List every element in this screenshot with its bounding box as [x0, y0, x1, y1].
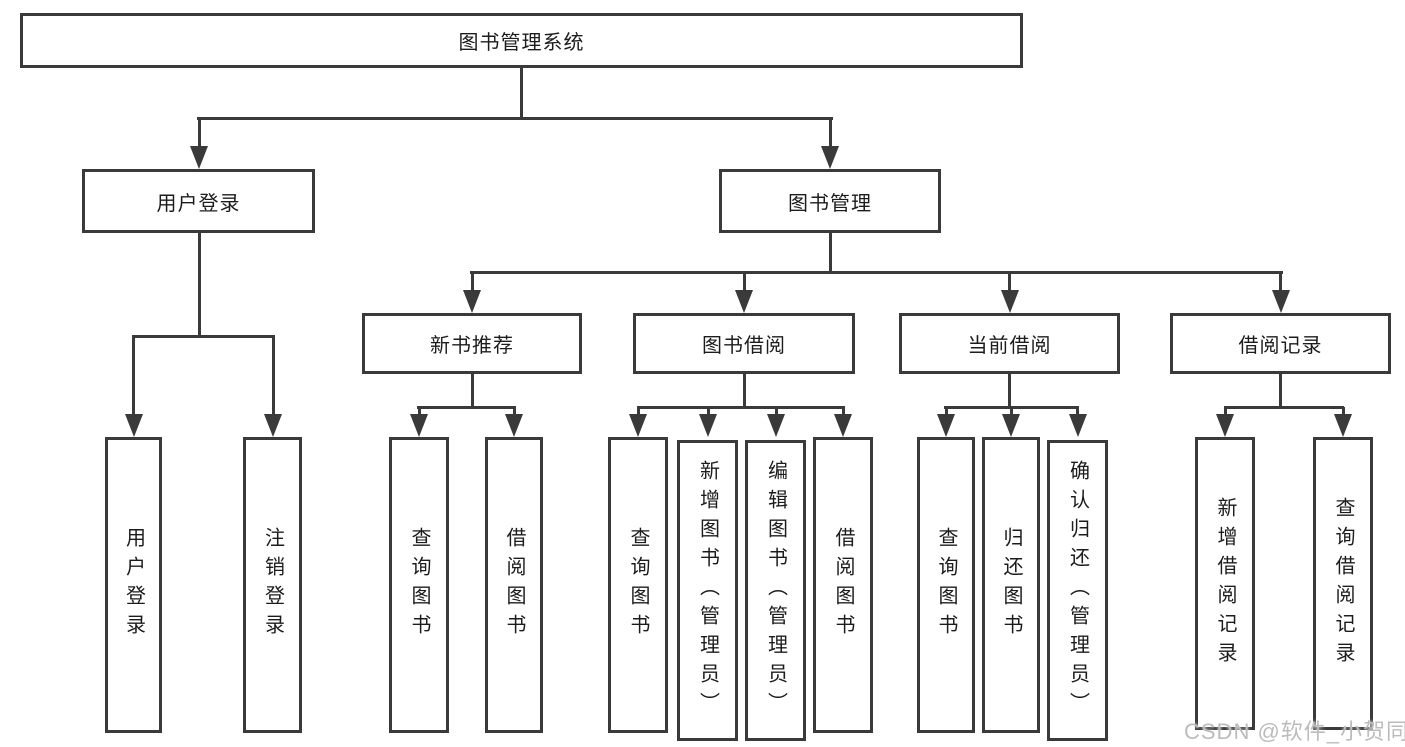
connector-borrow-records-stub — [1279, 374, 1282, 408]
connector-new-book-stub — [471, 374, 474, 408]
arrow-cb-query-icon — [937, 414, 955, 437]
leaf-bb-borrow-books: 借阅图书 — [813, 437, 873, 733]
leaf-bb-add-books-admin: 新增图书（管理员） — [677, 440, 738, 741]
connector-to-leaf-logout-line — [272, 336, 275, 416]
connector-new-book-branch — [417, 406, 516, 409]
arrow-to-leaf-login-icon — [125, 414, 143, 437]
connector-current-borrow-stub — [1008, 374, 1011, 408]
arrow-bb-add-icon — [699, 414, 717, 437]
leaf-br-add-record: 新增借阅记录 — [1195, 437, 1255, 730]
arrow-br-query-icon — [1334, 414, 1352, 437]
arrow-to-book-mgmt-icon — [821, 146, 839, 169]
node-current-borrow-label: 当前借阅 — [967, 335, 1052, 357]
connector-user-login-branch — [132, 335, 275, 338]
leaf-bb-borrow-books-label: 借阅图书 — [832, 527, 854, 643]
connector-book-mgmt-stub — [829, 233, 832, 273]
leaf-cb-query-books-label: 查询图书 — [935, 527, 957, 643]
node-borrow-records-label: 借阅记录 — [1238, 335, 1323, 357]
arrow-bb-edit-icon — [767, 414, 785, 437]
connector-book-borrow-branch — [637, 406, 845, 409]
leaf-br-query-record: 查询借阅记录 — [1313, 437, 1373, 730]
connector-nb-query-line — [418, 407, 421, 419]
arrow-bb-query-icon — [629, 414, 647, 437]
connector-book-mgmt-branch — [470, 271, 1283, 274]
arrow-nb-borrow-icon — [505, 414, 523, 437]
leaf-nb-query-books: 查询图书 — [389, 437, 449, 733]
leaf-cb-query-books: 查询图书 — [917, 437, 975, 733]
connector-to-user-login-line — [198, 118, 201, 148]
node-user-login: 用户登录 — [82, 169, 315, 233]
node-new-book-recommend-label: 新书推荐 — [430, 335, 514, 357]
leaf-nb-borrow-books: 借阅图书 — [485, 437, 543, 733]
connector-br-query-line — [1342, 407, 1345, 419]
leaf-nb-borrow-books-label: 借阅图书 — [503, 527, 525, 643]
arrow-to-user-login-icon — [190, 146, 208, 169]
connector-cb-confirm-line — [1076, 407, 1079, 419]
connector-to-new-book-line — [471, 272, 474, 294]
node-book-management: 图书管理 — [719, 169, 941, 233]
leaf-cb-confirm-return-admin: 确认归还（管理员） — [1047, 440, 1108, 741]
connector-to-borrow-records-line — [1279, 272, 1282, 294]
connector-nb-borrow-line — [513, 407, 516, 419]
leaf-bb-query-books: 查询图书 — [608, 437, 668, 733]
connector-cb-return-line — [1010, 407, 1013, 419]
node-current-borrow: 当前借阅 — [899, 313, 1120, 374]
connector-to-current-borrow-line — [1008, 272, 1011, 294]
leaf-br-query-record-label: 查询借阅记录 — [1332, 496, 1354, 671]
arrow-br-add-icon — [1216, 414, 1234, 437]
leaf-cb-return-books: 归还图书 — [982, 437, 1040, 733]
leaf-user-login-label: 用户登录 — [122, 527, 145, 643]
connector-to-book-borrow-line — [743, 272, 746, 294]
leaf-logout: 注销登录 — [243, 437, 302, 733]
connector-book-borrow-stub — [743, 374, 746, 408]
arrow-to-new-book-icon — [463, 290, 481, 313]
leaf-user-login: 用户登录 — [105, 437, 162, 733]
arrow-to-leaf-logout-icon — [264, 414, 282, 437]
arrow-bb-borrow-icon — [834, 414, 852, 437]
node-book-borrow: 图书借阅 — [633, 313, 855, 374]
connector-bb-add-line — [707, 407, 710, 419]
connector-bb-query-line — [637, 407, 640, 419]
node-user-login-label: 用户登录 — [156, 192, 241, 215]
connector-to-leaf-login-line — [132, 336, 135, 416]
csdn-watermark: CSDN @软件_小贺同学 — [1184, 719, 1405, 744]
leaf-bb-edit-books-admin: 编辑图书（管理员） — [745, 440, 806, 741]
leaf-br-add-record-label: 新增借阅记录 — [1214, 496, 1236, 671]
connector-bb-edit-line — [775, 407, 778, 419]
leaf-cb-return-books-label: 归还图书 — [1000, 527, 1022, 643]
node-new-book-recommend: 新书推荐 — [362, 313, 582, 374]
arrow-to-current-borrow-icon — [1001, 290, 1019, 313]
node-book-borrow-label: 图书借阅 — [702, 335, 786, 357]
arrow-to-book-borrow-icon — [735, 290, 753, 313]
connector-root-branch — [197, 117, 833, 120]
leaf-logout-label: 注销登录 — [261, 527, 284, 643]
leaf-cb-confirm-return-admin-label: 确认归还（管理员） — [1066, 460, 1089, 721]
arrow-cb-return-icon — [1002, 414, 1020, 437]
connector-cb-query-line — [945, 407, 948, 419]
leaf-bb-edit-books-admin-label: 编辑图书（管理员） — [764, 460, 787, 721]
connector-borrow-records-branch — [1224, 406, 1344, 409]
node-borrow-records: 借阅记录 — [1170, 313, 1391, 374]
leaf-bb-query-books-label: 查询图书 — [627, 527, 649, 643]
connector-br-add-line — [1224, 407, 1227, 419]
connector-root-stub — [520, 68, 523, 119]
arrow-cb-confirm-icon — [1069, 414, 1087, 437]
arrow-nb-query-icon — [410, 414, 428, 437]
connector-user-login-stub — [198, 233, 201, 337]
leaf-bb-add-books-admin-label: 新增图书（管理员） — [696, 460, 719, 721]
node-book-management-label: 图书管理 — [788, 192, 872, 215]
connector-bb-borrow-line — [842, 407, 845, 419]
node-library-system-label: 图书管理系统 — [458, 32, 585, 54]
arrow-to-borrow-records-icon — [1272, 290, 1290, 313]
connector-to-book-mgmt-line — [829, 118, 832, 148]
node-library-system: 图书管理系统 — [20, 13, 1023, 68]
leaf-nb-query-books-label: 查询图书 — [408, 527, 430, 643]
